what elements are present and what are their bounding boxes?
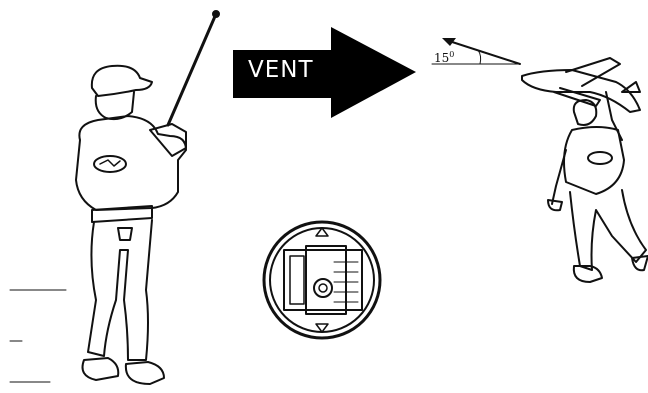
launch-direction-arrow <box>446 40 520 64</box>
transmitter-box <box>150 124 186 156</box>
wind-label: VENT <box>248 57 314 83</box>
pilot-shoe-left <box>83 358 119 380</box>
launcher-left-arm <box>552 150 566 204</box>
launcher-figure <box>548 92 648 282</box>
glider <box>522 58 640 112</box>
pilot-jacket <box>76 116 186 210</box>
dial-up-mark <box>316 228 328 236</box>
launcher-torso <box>564 127 624 194</box>
launcher-head <box>574 100 597 125</box>
dial-center-knob <box>314 279 332 297</box>
angle-unit: 0 <box>449 50 454 59</box>
launcher-hand <box>548 200 562 210</box>
pilot-cap <box>92 66 152 96</box>
trim-dial <box>264 222 380 338</box>
transmitter-antenna <box>168 14 216 125</box>
angle-label: 150 <box>434 50 454 65</box>
pilot-shoe-right <box>126 362 164 384</box>
pilot-figure <box>76 11 219 384</box>
launcher-logo <box>588 152 612 164</box>
angle-value: 15 <box>434 51 449 65</box>
antenna-tip <box>213 11 219 17</box>
dial-down-mark <box>316 324 328 332</box>
launcher-raised-arm <box>606 92 622 140</box>
back-pocket <box>118 228 132 240</box>
jacket-logo <box>94 156 126 172</box>
